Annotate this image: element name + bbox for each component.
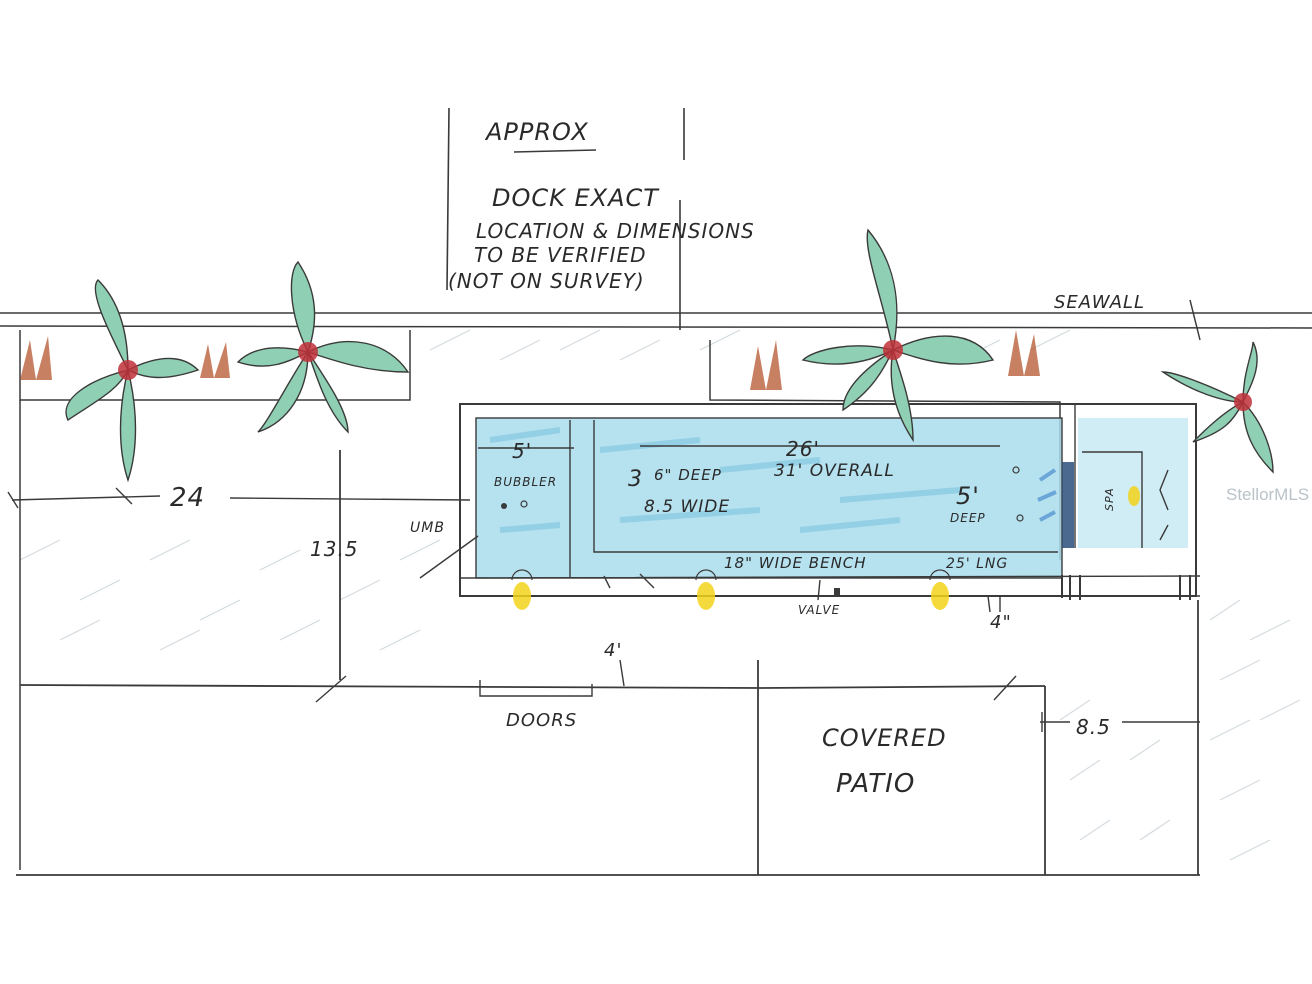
palm-icon	[65, 279, 200, 483]
spa-spillway	[1062, 462, 1074, 548]
dock-note-line4: (NOT ON SURVEY)	[448, 269, 645, 293]
seawall-label: SEAWALL	[1054, 292, 1145, 313]
umb-label: UMB	[410, 520, 445, 536]
pool-length-label: 26'	[786, 437, 820, 461]
shallow-depth-a: 3	[628, 467, 643, 492]
spa-water	[1078, 418, 1188, 548]
dimension-lines	[7, 445, 1200, 732]
spa-jet	[1012, 466, 1020, 474]
light-icon	[513, 582, 531, 610]
shrub-icon	[20, 330, 1040, 390]
patio-label: PATIO	[836, 769, 915, 799]
light-icon	[1128, 486, 1140, 506]
water-strokes	[489, 427, 961, 533]
watermark: StellorMLS	[1226, 485, 1309, 504]
door-offset-label: 4'	[604, 640, 622, 661]
pool-lights	[513, 486, 1140, 610]
covered-label: COVERED	[822, 724, 947, 752]
light-icon	[697, 582, 715, 610]
deep-depth-label: 5'	[956, 482, 980, 510]
left-depth-label: 13.5	[310, 537, 359, 561]
palm-icon	[1160, 341, 1274, 474]
bench-line	[593, 420, 1058, 553]
shallow-depth-b: 6" DEEP	[654, 466, 722, 484]
approx-label: APPROX	[484, 118, 589, 146]
spa-label: SPA	[1103, 487, 1116, 511]
valve-label: VALVE	[798, 603, 840, 617]
dock-note-line1: DOCK EXACT	[492, 184, 660, 212]
house-walls	[16, 450, 1200, 876]
bubbler-width-label: 5'	[512, 439, 532, 463]
spa-wall	[1074, 404, 1143, 548]
annotations: APPROX DOCK EXACT LOCATION & DIMENSIONS …	[170, 118, 1309, 799]
palm-icon	[236, 260, 410, 434]
bench-length-label: 25' LNG	[946, 556, 1008, 572]
doors-label: DOORS	[506, 710, 577, 731]
light-icon	[931, 582, 949, 610]
deep-label: DEEP	[950, 511, 986, 525]
pool-overall-label: 31' OVERALL	[774, 461, 895, 481]
deck-hatching	[19, 329, 1301, 861]
deck-edge	[459, 575, 1201, 597]
bubbler-label: BUBBLER	[494, 475, 557, 489]
seawall-lines	[0, 299, 1312, 870]
pool-width-label: 8.5 WIDE	[644, 497, 730, 517]
left-width-label: 24	[170, 483, 205, 513]
dock-note-line3: TO BE VERIFIED	[474, 243, 647, 267]
palm-plants	[20, 228, 1274, 483]
pool	[459, 403, 1201, 600]
palm-icon	[801, 228, 995, 443]
patio-width-label: 8.5	[1076, 715, 1111, 739]
dock-outline	[446, 107, 685, 330]
dock-note-line2: LOCATION & DIMENSIONS	[476, 219, 755, 243]
valve-marker	[834, 588, 840, 596]
bubbler-jet	[501, 503, 507, 509]
bench-label: 18" WIDE BENCH	[724, 554, 867, 572]
deck-offset-label: 4"	[990, 612, 1012, 633]
